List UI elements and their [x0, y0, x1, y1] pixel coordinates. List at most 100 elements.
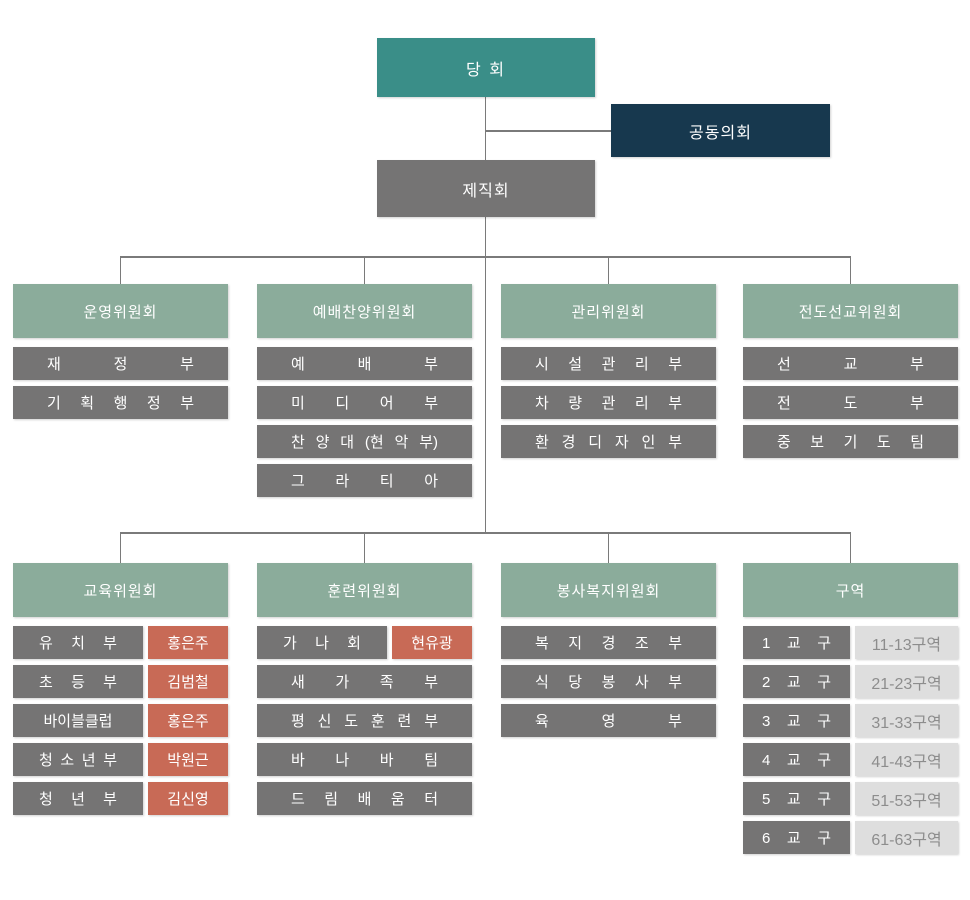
dept-box: 바 나 바 팀	[257, 743, 472, 776]
parish-box: 5 교 구	[743, 782, 850, 815]
dept-label: 시 설 관 리 부	[535, 356, 682, 373]
dept-label: 기 획 행 정 부	[47, 395, 194, 412]
name-tag: 김신영	[148, 782, 228, 815]
dept-box: 시 설 관 리 부	[501, 347, 716, 380]
dept-box: 환 경 디 자 인 부	[501, 425, 716, 458]
connector-line	[607, 256, 610, 284]
dept-box: 선 교 부	[743, 347, 958, 380]
dept-label: 바 나 바 팀	[291, 752, 438, 769]
dept-label: 가 나 회	[283, 635, 361, 652]
officers-board-box: 제직회	[377, 160, 595, 217]
committee-operations: 운영위원회 재 정 부 기 획 행 정 부	[13, 284, 228, 419]
district-range-tag: 51-53구역	[855, 782, 958, 815]
connector-line	[363, 256, 366, 284]
committee-header: 봉사복지위원회	[501, 563, 716, 617]
connector-line	[849, 532, 852, 563]
name-tag: 현유광	[392, 626, 472, 659]
dept-label: 청 소 년 부	[39, 752, 117, 769]
dept-box: 그 라 티 아	[257, 464, 472, 497]
dept-box: 기 획 행 정 부	[13, 386, 228, 419]
district-range-tag: 11-13구역	[855, 626, 958, 659]
dept-label: 차 량 관 리 부	[535, 395, 682, 412]
dept-label: 식 당 봉 사 부	[535, 674, 682, 691]
parish-label: 5 교 구	[762, 791, 831, 808]
committee-header: 운영위원회	[13, 284, 228, 338]
parish-label: 4 교 구	[762, 752, 831, 769]
dept-label: 초 등 부	[39, 674, 117, 691]
dept-label: 평 신 도 훈 련 부	[291, 713, 438, 730]
dept-box: 식 당 봉 사 부	[501, 665, 716, 698]
dept-label: 전 도 부	[777, 395, 924, 412]
committee-evangelism-mission: 전도선교위원회 선 교 부 전 도 부 중 보 기 도 팀	[743, 284, 958, 458]
connector-line	[119, 256, 122, 284]
district-range-tag: 41-43구역	[855, 743, 958, 776]
parish-box: 6 교 구	[743, 821, 850, 854]
parish-label: 3 교 구	[762, 713, 831, 730]
dept-label: 중 보 기 도 팀	[777, 434, 924, 451]
dept-box: 찬 양 대 (현 악 부)	[257, 425, 472, 458]
dept-label: 환 경 디 자 인 부	[535, 434, 682, 451]
committee-header: 예배찬양위원회	[257, 284, 472, 338]
district-range-tag: 61-63구역	[855, 821, 958, 854]
name-tag: 홍은주	[148, 626, 228, 659]
dept-label: 유 치 부	[39, 635, 117, 652]
parish-box: 3 교 구	[743, 704, 850, 737]
dept-box: 새 가 족 부	[257, 665, 472, 698]
dept-box: 청 소 년 부	[13, 743, 143, 776]
dept-box: 드 림 배 움 터	[257, 782, 472, 815]
dept-label: 새 가 족 부	[291, 674, 438, 691]
parish-label: 2 교 구	[762, 674, 831, 691]
dept-box: 예 배 부	[257, 347, 472, 380]
dept-label: 예 배 부	[291, 356, 438, 373]
parish-label: 1 교 구	[762, 635, 831, 652]
committee-management: 관리위원회 시 설 관 리 부 차 량 관 리 부 환 경 디 자 인 부	[501, 284, 716, 458]
committee-worship-praise: 예배찬양위원회 예 배 부 미 디 어 부 찬 양 대 (현 악 부) 그 라 …	[257, 284, 472, 497]
dept-box: 차 량 관 리 부	[501, 386, 716, 419]
committee-header: 구역	[743, 563, 958, 617]
dept-box: 전 도 부	[743, 386, 958, 419]
dept-box: 평 신 도 훈 련 부	[257, 704, 472, 737]
dept-label: 드 림 배 움 터	[291, 791, 438, 808]
name-tag: 홍은주	[148, 704, 228, 737]
committee-districts: 구역 1 교 구 11-13구역 2 교 구 21-23구역 3 교 구 31-33구…	[743, 563, 958, 854]
dept-box: 미 디 어 부	[257, 386, 472, 419]
parish-label: 6 교 구	[762, 830, 831, 847]
committee-service-welfare: 봉사복지위원회 복 지 경 조 부 식 당 봉 사 부 육 영 부	[501, 563, 716, 737]
parish-box: 1 교 구	[743, 626, 850, 659]
connector-line	[119, 532, 851, 534]
dept-box: 가 나 회	[257, 626, 387, 659]
dept-label: 바이블클럽	[43, 713, 113, 730]
dept-label: 청 년 부	[39, 791, 117, 808]
dept-label: 선 교 부	[777, 356, 924, 373]
connector-line	[119, 256, 851, 258]
dept-label: 그 라 티 아	[291, 473, 438, 490]
joint-assembly-box: 공동의회	[611, 104, 830, 157]
committee-header: 전도선교위원회	[743, 284, 958, 338]
connector-line	[363, 532, 366, 563]
dept-box: 청 년 부	[13, 782, 143, 815]
dept-box: 복 지 경 조 부	[501, 626, 716, 659]
committee-header: 관리위원회	[501, 284, 716, 338]
committee-header: 교육위원회	[13, 563, 228, 617]
dept-box: 중 보 기 도 팀	[743, 425, 958, 458]
connector-line	[484, 217, 486, 534]
committee-header: 훈련위원회	[257, 563, 472, 617]
district-range-tag: 31-33구역	[855, 704, 958, 737]
session-box: 당 회	[377, 38, 595, 97]
dept-label: 재 정 부	[47, 356, 194, 373]
dept-box: 재 정 부	[13, 347, 228, 380]
name-tag: 박원근	[148, 743, 228, 776]
connector-line	[485, 130, 611, 132]
dept-box: 육 영 부	[501, 704, 716, 737]
dept-box: 바이블클럽	[13, 704, 143, 737]
dept-box: 초 등 부	[13, 665, 143, 698]
district-range-tag: 21-23구역	[855, 665, 958, 698]
dept-box: 유 치 부	[13, 626, 143, 659]
dept-label: 미 디 어 부	[291, 395, 438, 412]
dept-label: 찬 양 대 (현 악 부)	[291, 434, 438, 451]
connector-line	[607, 532, 610, 563]
parish-box: 4 교 구	[743, 743, 850, 776]
dept-label: 복 지 경 조 부	[535, 635, 682, 652]
